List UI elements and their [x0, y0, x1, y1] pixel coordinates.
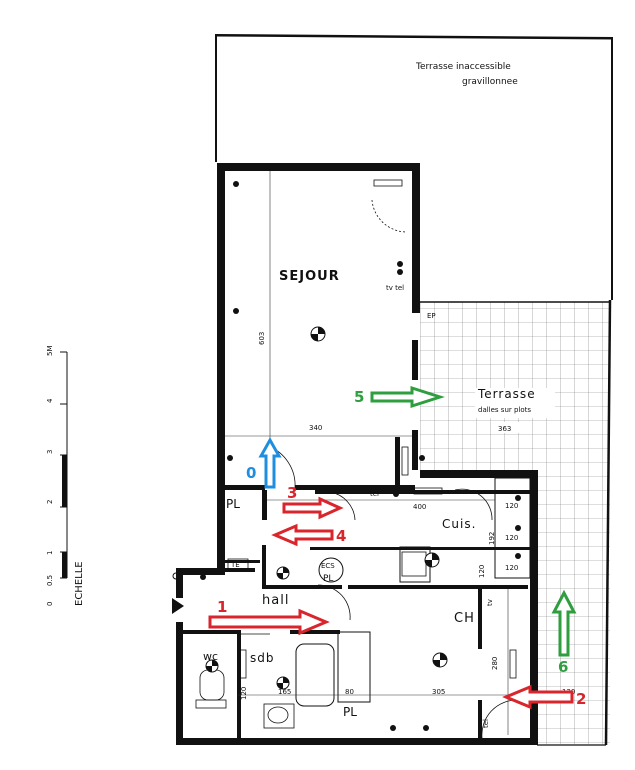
dim-80: 80: [345, 688, 354, 696]
dim-305: 305: [432, 688, 445, 696]
dim-120b: 120: [505, 534, 518, 542]
terrace-top-line2: gravillonnee: [462, 77, 518, 87]
scale-tick-05: 0.5: [46, 575, 54, 586]
room-sejour: SEJOUR: [279, 269, 340, 284]
room-sdb: sdb: [250, 651, 275, 665]
arrow-6-number: 6: [558, 658, 568, 676]
arrow-1-icon: [208, 608, 330, 636]
label-ecs-pl: PL: [323, 574, 333, 584]
terrace-right-title: Terrasse: [477, 387, 536, 401]
arrow-3-number: 3: [287, 484, 297, 502]
scale-tick-5m: 5M: [46, 346, 54, 357]
arrow-3-icon: [282, 496, 344, 520]
arrow-5-icon: [370, 385, 445, 409]
room-pl-bottom: PL: [343, 705, 357, 719]
arrow-6-icon: [551, 589, 577, 657]
terrace-top: Terrasse inaccessible gravillonnee: [215, 33, 613, 300]
dim-sejour-height: 603: [258, 332, 266, 345]
label-ecs: ECS: [321, 562, 335, 570]
scale-tick-4: 4: [46, 398, 54, 403]
terrace-right-dim: 363: [498, 425, 511, 433]
scale-tick-3: 3: [46, 450, 54, 454]
interior-walls: [183, 437, 531, 738]
dim-kitchen-width: 400: [413, 503, 426, 511]
light-points: [172, 181, 521, 731]
dim-280: 280: [491, 657, 499, 670]
scale-tick-0: 0: [46, 602, 54, 606]
scale-bar: 0 0.5 1 2 3 4 5M ECHELLE: [46, 346, 85, 607]
label-tel-kitchen: tel: [370, 490, 379, 498]
dim-sejour-width: 340: [309, 424, 322, 432]
terrace-right: Terrasse dalles sur plots 363: [420, 299, 612, 746]
entrance-icon: [172, 598, 184, 614]
dim-120d: 120: [478, 565, 486, 578]
dim-192: 192: [488, 532, 496, 545]
label-tel-ch: tel: [482, 719, 490, 728]
arrow-4-number: 4: [336, 527, 346, 545]
room-hall: hall: [262, 593, 289, 608]
room-labels: SEJOUR Cuis. hall CH sdb wc PL PL: [203, 269, 476, 719]
scale-tick-2: 2: [46, 500, 54, 504]
annotation-arrows: 0 1 2 3 4 5 6: [208, 385, 586, 710]
fixtures: [195, 179, 517, 729]
room-chambre: CH: [454, 611, 475, 626]
terrace-top-line1: Terrasse inaccessible: [415, 62, 511, 72]
arrow-5-number: 5: [354, 388, 364, 406]
arrow-4-icon: [271, 523, 334, 547]
scale-label: ECHELLE: [74, 561, 85, 606]
label-ep: EP: [427, 312, 436, 320]
room-pl-top: PL: [226, 497, 240, 511]
room-wc: wc: [203, 650, 218, 663]
terrace-right-subtitle: dalles sur plots: [478, 406, 531, 414]
scale-tick-1: 1: [46, 551, 54, 555]
label-te: TE: [230, 561, 240, 569]
dim-120e: 120: [240, 687, 248, 700]
dim-120a: 120: [505, 502, 518, 510]
label-tv-ch: tv: [486, 599, 494, 606]
arrow-0-number: 0: [246, 464, 256, 482]
arrow-2-icon: [502, 684, 574, 710]
arrow-2-number: 2: [576, 690, 586, 708]
dimension-lines: [225, 171, 535, 735]
dim-120c: 120: [505, 564, 518, 572]
label-tv-tel-sejour: tv tel: [386, 284, 404, 292]
exterior-walls: [176, 163, 538, 745]
arrow-1-number: 1: [217, 598, 227, 616]
dim-165: 165: [278, 688, 291, 696]
room-cuisine: Cuis.: [442, 517, 476, 531]
arrow-0-icon: [258, 436, 282, 489]
equipment-labels: tv tel tel ECS PL TE EP tv tel: [227, 284, 494, 728]
